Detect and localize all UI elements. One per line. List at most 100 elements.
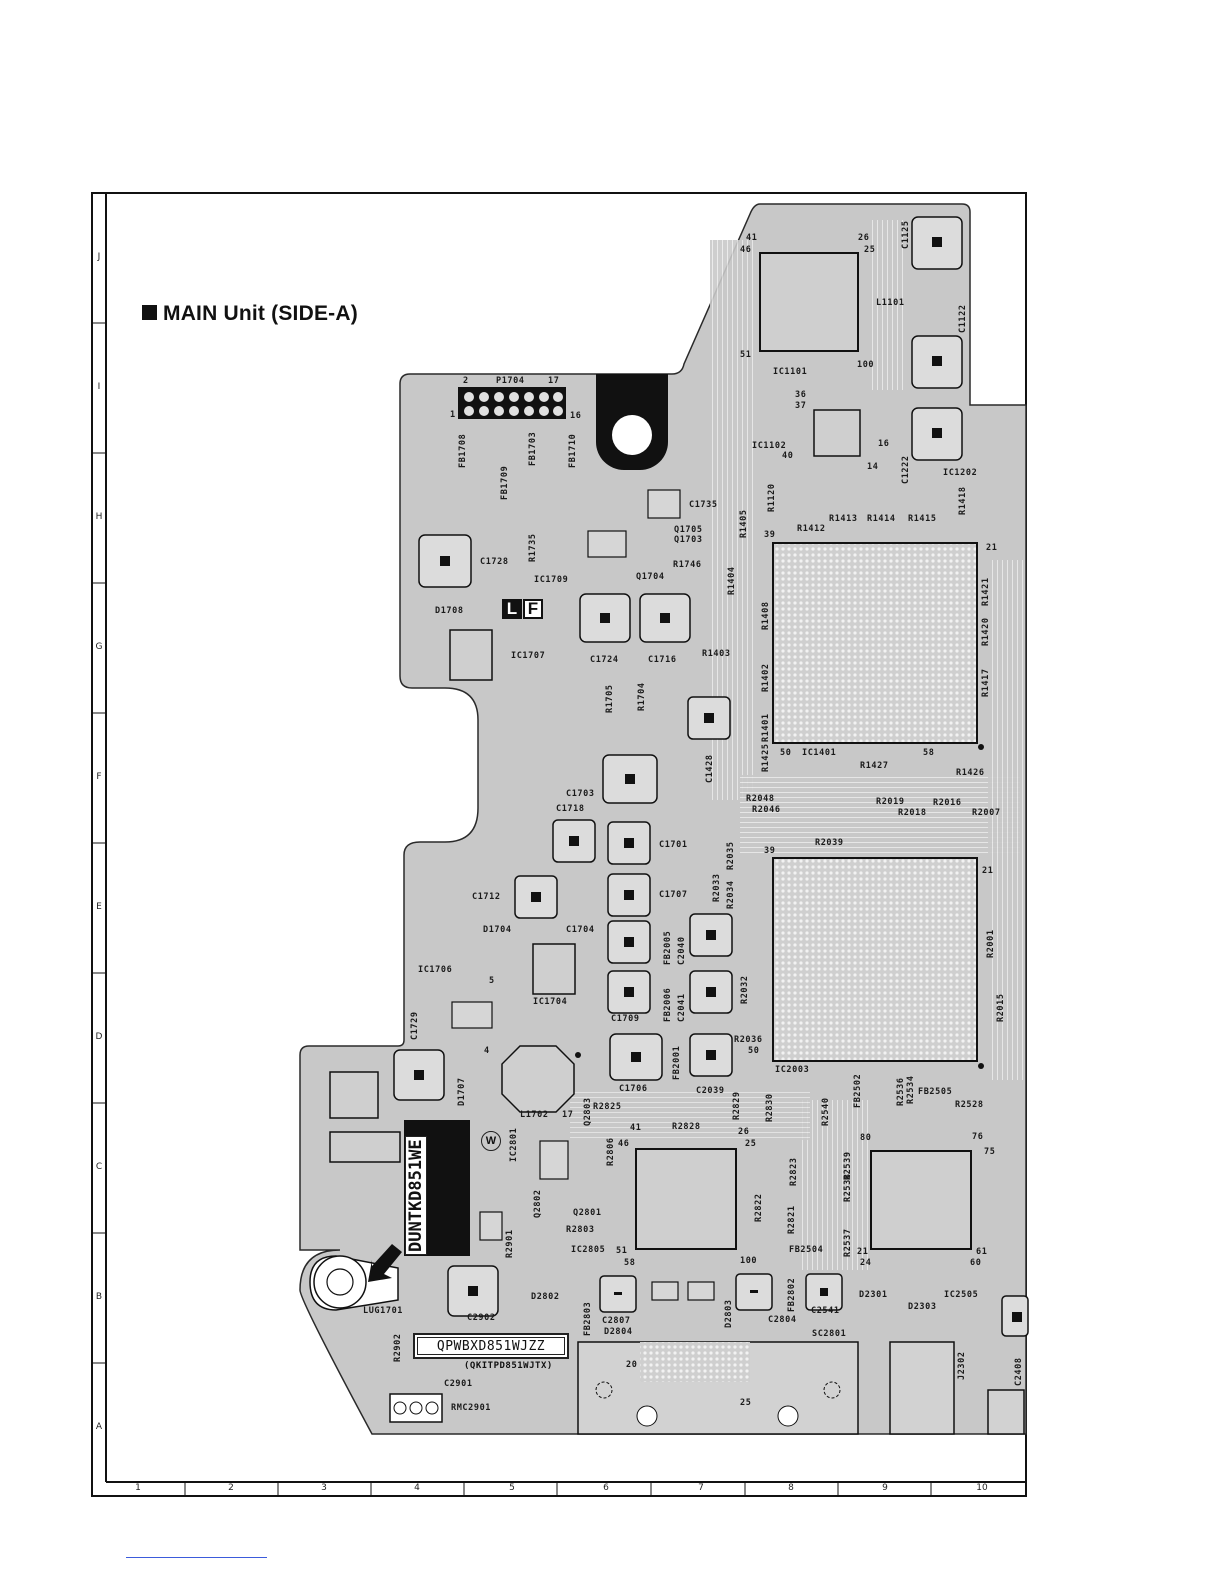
col-label-8: 8	[788, 1483, 794, 1493]
lug1701	[309, 1244, 402, 1311]
label-r2018: R2018	[898, 808, 927, 818]
label-r1402: R1402	[761, 663, 771, 692]
label-q2803: Q2803	[583, 1097, 593, 1126]
label-r2825: R2825	[593, 1102, 622, 1112]
label-c1709: C1709	[611, 1014, 640, 1024]
label-r1413: R1413	[829, 514, 858, 524]
pin-14: 17	[548, 376, 560, 386]
label-ic1709: IC1709	[534, 575, 569, 585]
label-r2830: R2830	[765, 1093, 775, 1122]
rmc2901	[389, 1393, 443, 1423]
pin-39: 39	[764, 530, 776, 540]
pin-50-ic2805: 41	[630, 1123, 642, 1133]
label-ic1707: IC1707	[511, 651, 546, 661]
label-fb2001: FB2001	[672, 1045, 682, 1080]
label-d1704: D1704	[483, 925, 512, 935]
label-c2408: C2408	[1014, 1357, 1024, 1386]
label-c2041: C2041	[677, 993, 687, 1022]
label-ic1706: IC1706	[418, 965, 453, 975]
label-r1425: R1425	[761, 743, 771, 772]
row-label-i: I	[97, 382, 101, 392]
footer-link-line[interactable]	[126, 1557, 267, 1558]
label-r2001: R2001	[986, 929, 996, 958]
label-r2539: R2539	[843, 1151, 853, 1180]
row-label-f: F	[96, 772, 102, 782]
label-fb1710: FB1710	[568, 433, 578, 468]
label-r1417: R1417	[981, 668, 991, 697]
label-r1420: R1420	[981, 617, 991, 646]
pin-41: 61	[976, 1247, 988, 1257]
label-r1401: R1401	[761, 713, 771, 742]
diagram-title: MAIN Unit (SIDE-A)	[142, 302, 358, 326]
pin-26-ic2805: 26	[738, 1127, 750, 1137]
label-d2804: D2804	[604, 1327, 633, 1337]
label-r1705: R1705	[605, 684, 615, 713]
label-r1414: R1414	[867, 514, 896, 524]
label-c2807: C2807	[602, 1316, 631, 1326]
label-r2540: R2540	[821, 1097, 831, 1126]
label-d1708: D1708	[435, 606, 464, 616]
label-c1735: C1735	[689, 500, 718, 510]
pin-100-ic2805: 100	[740, 1256, 758, 1266]
label-r2019: R2019	[876, 797, 905, 807]
pin-50: 41	[746, 233, 758, 243]
label-ic2801: IC2801	[509, 1127, 519, 1162]
pin-60: 75	[984, 1147, 996, 1157]
label-fb2005: FB2005	[663, 930, 673, 965]
label-r2536: R2536	[896, 1077, 906, 1106]
label-ic2505: IC2505	[944, 1290, 979, 1300]
unit-number: DUNTKD851WE	[405, 1136, 427, 1255]
label-c1724: C1724	[590, 655, 619, 665]
pin-5: 5	[489, 976, 495, 986]
label-r2007: R2007	[972, 808, 1001, 818]
label-r2034: R2034	[726, 880, 736, 909]
label-c1706: C1706	[619, 1084, 648, 1094]
label-ic1102: IC1102	[752, 441, 787, 451]
label-q2801: Q2801	[573, 1208, 602, 1218]
pin-25: 25	[864, 245, 876, 255]
col-label-6: 6	[603, 1483, 609, 1493]
p1704-header	[458, 387, 566, 419]
label-lug1701: LUG1701	[363, 1306, 404, 1316]
label-r1415: R1415	[908, 514, 937, 524]
w-mark: W	[481, 1131, 501, 1151]
title-square-icon	[142, 305, 157, 320]
label-r1404: R1404	[727, 566, 737, 595]
label-rmc2901: RMC2901	[451, 1403, 492, 1413]
pin-26: 26	[858, 233, 870, 243]
label-c2541: C2541	[811, 1306, 840, 1316]
label-fb2504: FB2504	[789, 1245, 824, 1255]
pin-58-ic2003: 50	[748, 1046, 760, 1056]
label-r2823: R2823	[789, 1157, 799, 1186]
label-r2032: R2032	[740, 975, 750, 1004]
label-r2828: R2828	[672, 1122, 701, 1132]
label-c1222: C1222	[901, 455, 911, 484]
col-label-10: 10	[976, 1483, 988, 1493]
j2302-connector	[889, 1341, 955, 1435]
pin-80: 80	[860, 1133, 872, 1143]
label-c2901: C2901	[444, 1379, 473, 1389]
pin-2: 2	[463, 376, 469, 386]
row-label-a: A	[95, 1422, 103, 1432]
label-q1703: Q1703	[674, 535, 703, 545]
label-q2802: Q2802	[533, 1189, 543, 1218]
pin-76: 58	[923, 748, 935, 758]
col-label-2: 2	[228, 1483, 234, 1493]
label-r2534: R2534	[906, 1075, 916, 1104]
col-label-7: 7	[698, 1483, 704, 1493]
label-r1704: R1704	[637, 682, 647, 711]
pin-20-ic2505: 21	[857, 1247, 869, 1257]
row-label-j: J	[97, 252, 101, 262]
pin-1: 1	[450, 410, 456, 420]
label-fb1703: FB1703	[528, 431, 538, 466]
label-r1735: R1735	[528, 533, 538, 562]
pin-51-ic2805: 46	[618, 1139, 630, 1149]
label-r1412: R1412	[797, 524, 826, 534]
label-q1704: Q1704	[636, 572, 665, 582]
label-d1707: D1707	[457, 1077, 467, 1106]
label-r1403: R1403	[702, 649, 731, 659]
pin-58: 50	[780, 748, 792, 758]
label-ic1101: IC1101	[773, 367, 808, 377]
ic-chips	[329, 252, 978, 1250]
label-r2822: R2822	[754, 1193, 764, 1222]
